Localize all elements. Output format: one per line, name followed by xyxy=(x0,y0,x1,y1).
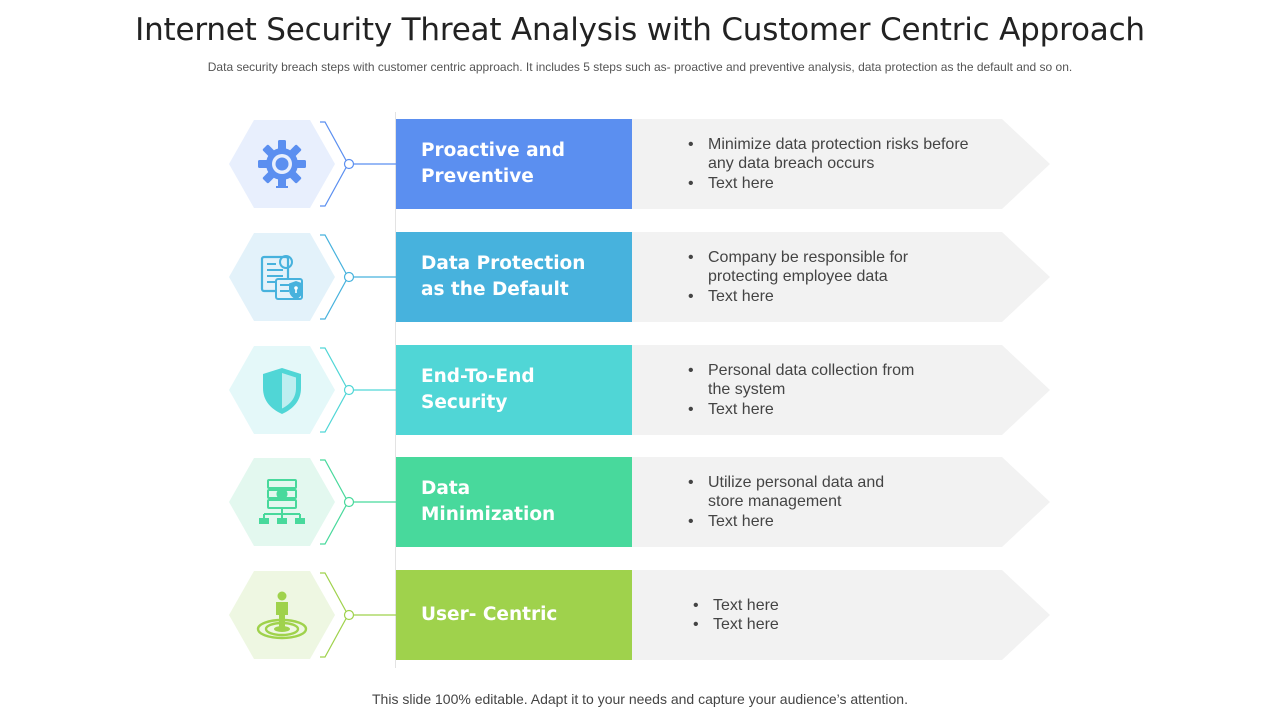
bullet-item: Personal data collection from the system xyxy=(688,361,928,400)
step-hexagon xyxy=(228,457,336,547)
step-row: Data Minimization Utilize personal data … xyxy=(0,457,1280,547)
bullet-item: Company be responsible for protecting em… xyxy=(688,248,918,287)
step-label: User- Centric xyxy=(421,604,558,625)
step-bullet-list: Utilize personal data and store manageme… xyxy=(688,457,1008,547)
step-row: User- Centric Text hereText here xyxy=(0,570,1280,660)
step-row: End-To-End Security Personal data collec… xyxy=(0,345,1280,435)
step-connector xyxy=(320,572,396,658)
slide-footer: This slide 100% editable. Adapt it to yo… xyxy=(372,691,908,707)
step-label-box: User- Centric xyxy=(396,570,632,660)
step-label-box: Data Minimization xyxy=(396,457,632,547)
step-connector xyxy=(320,347,396,433)
step-connector xyxy=(320,234,396,320)
step-connector xyxy=(320,459,396,545)
user-target-icon xyxy=(256,591,308,640)
step-bullet-list: Personal data collection from the system… xyxy=(688,345,1008,435)
bullet-item: Text here xyxy=(688,400,1008,420)
step-label: Data Minimization xyxy=(421,478,556,525)
step-label-box: Proactive and Preventive xyxy=(396,119,632,209)
secure-document-icon xyxy=(260,255,303,300)
bullet-item: Text here xyxy=(688,287,1008,307)
shield-icon xyxy=(263,368,301,414)
step-label: Data Protection as the Default xyxy=(421,253,586,300)
bullet-item: Minimize data protection risks before an… xyxy=(688,135,978,174)
step-hexagon xyxy=(228,570,336,660)
step-connector xyxy=(320,121,396,207)
bullet-item: Text here xyxy=(693,596,1013,616)
step-hexagon xyxy=(228,232,336,322)
step-hexagon xyxy=(228,119,336,209)
step-row: Data Protection as the Default Company b… xyxy=(0,232,1280,322)
step-bullet-list: Text hereText here xyxy=(693,570,1013,660)
step-label-box: End-To-End Security xyxy=(396,345,632,435)
slide-subtitle: Data security breach steps with customer… xyxy=(207,60,1073,74)
gear-icon xyxy=(258,140,306,188)
bullet-item: Utilize personal data and store manageme… xyxy=(688,473,898,512)
bullet-item: Text here xyxy=(688,174,1008,194)
slide-title: Internet Security Threat Analysis with C… xyxy=(135,12,1145,48)
step-label: End-To-End Security xyxy=(421,366,535,413)
bullet-item: Text here xyxy=(688,512,1008,532)
network-server-icon xyxy=(259,479,305,524)
step-row: Proactive and Preventive Minimize data p… xyxy=(0,119,1280,209)
step-label: Proactive and Preventive xyxy=(421,140,565,187)
step-bullet-list: Minimize data protection risks before an… xyxy=(688,119,1008,209)
step-label-box: Data Protection as the Default xyxy=(396,232,632,322)
step-bullet-list: Company be responsible for protecting em… xyxy=(688,232,1008,322)
bullet-item: Text here xyxy=(693,615,1013,635)
step-hexagon xyxy=(228,345,336,435)
